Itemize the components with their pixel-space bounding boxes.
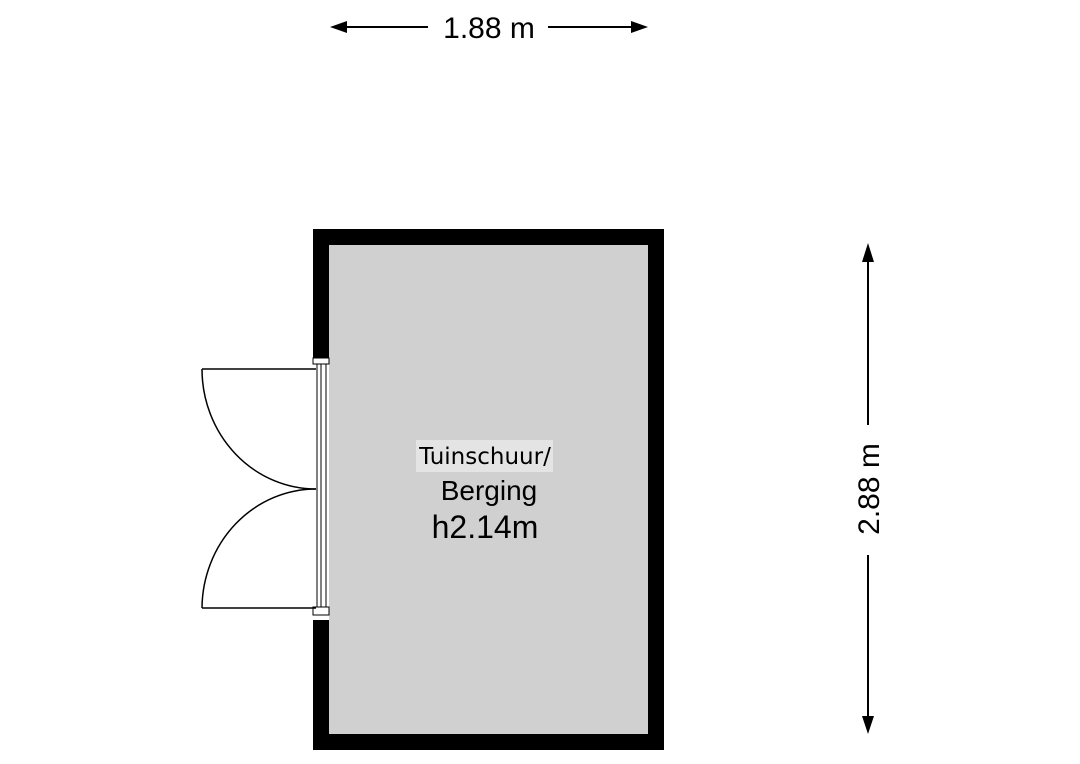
door-leaf-lower: [201, 488, 317, 609]
width-arrow-right: [631, 21, 648, 33]
double-door: [201, 368, 317, 609]
height-arrow-bottom: [862, 716, 874, 734]
door-leaf-upper: [201, 368, 317, 490]
room-name-line2: Berging: [441, 475, 538, 506]
room-name-highlight: [416, 440, 553, 472]
room: [312, 229, 664, 750]
height-label: 2.88 m: [853, 443, 886, 535]
width-dimension: 1.88 m: [330, 12, 648, 45]
ceiling-height-label: h2.14m: [432, 509, 539, 545]
height-arrow-top: [862, 243, 874, 262]
room-name-line1: Tuinschuur/: [418, 444, 551, 470]
door-jamb-bottom: [312, 606, 330, 616]
door-jamb-top: [312, 357, 330, 365]
height-dimension: 2.88 m: [853, 243, 886, 734]
door-swing-arc-upper: [201, 368, 317, 490]
width-label: 1.88 m: [443, 12, 535, 45]
room-label: Tuinschuur/ Berging h2.14m: [416, 440, 553, 545]
room-floor: [329, 245, 648, 734]
door-swing-arc-lower: [201, 488, 317, 609]
width-arrow-left: [330, 21, 347, 33]
